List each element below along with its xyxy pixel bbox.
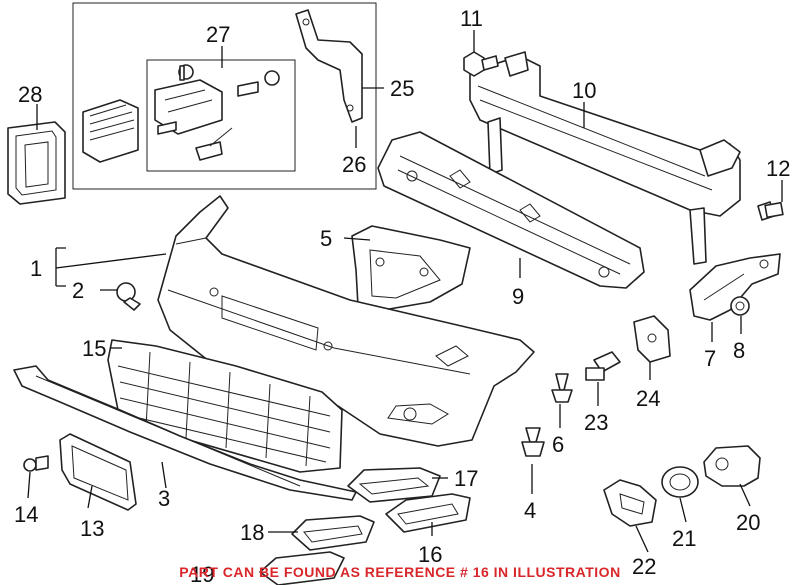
part-27-sensor-module [82, 64, 280, 163]
callout-18: 18 [240, 520, 264, 545]
callout-7: 7 [704, 346, 716, 371]
part-8-clip [730, 296, 750, 316]
callout-labels: 28 1 2 15 3 13 14 5 9 10 11 12 7 8 6 4 2… [14, 6, 790, 585]
part-25-bracket [295, 9, 363, 123]
callout-13: 13 [80, 516, 104, 541]
part-20-parking-sensor [703, 445, 761, 487]
part-2-cap [116, 282, 141, 311]
part-7-bracket [689, 253, 781, 321]
part-19-trim [259, 551, 345, 585]
callout-6: 6 [552, 432, 564, 457]
part-24-bracket [633, 315, 671, 363]
callout-15: 15 [82, 336, 106, 361]
callout-12: 12 [766, 156, 790, 181]
callout-19: 19 [190, 562, 214, 585]
callout-27: 27 [206, 22, 230, 47]
inset-box [72, 2, 377, 190]
callout-10: 10 [572, 78, 596, 103]
part-5-bracket [351, 225, 471, 313]
callout-23: 23 [584, 410, 608, 435]
part-11-bolt [463, 51, 499, 77]
part-12-bolt [757, 201, 784, 221]
part-22-sensor-holder [603, 479, 657, 527]
callout-9: 9 [512, 284, 524, 309]
callout-11: 11 [460, 6, 483, 31]
part-21-sensor-ring [661, 466, 699, 498]
part-6-screw [551, 373, 573, 403]
callout-14: 14 [14, 502, 38, 527]
callout-5: 5 [320, 226, 332, 251]
part-10-reinforcement-bar [469, 51, 741, 265]
part-17-trim [347, 467, 441, 503]
part-14-clip [23, 455, 49, 472]
part-13-plate-bracket [59, 433, 137, 511]
callout-28: 28 [18, 82, 42, 107]
callout-17: 17 [454, 466, 478, 491]
callout-24: 24 [636, 386, 660, 411]
part-28-frame [7, 121, 66, 205]
leader-lines [27, 30, 783, 553]
part-4-screw [521, 427, 545, 457]
callout-1: 1 [30, 256, 42, 281]
part-16-trim [385, 493, 471, 533]
callout-3: 3 [158, 486, 170, 511]
part-18-trim [291, 515, 375, 551]
part-9-absorber [377, 131, 645, 289]
callout-26: 26 [342, 152, 366, 177]
callout-2: 2 [72, 278, 84, 303]
callout-22: 22 [632, 554, 656, 579]
callout-4: 4 [524, 498, 536, 523]
callout-20: 20 [736, 510, 760, 535]
part-15-grille [107, 339, 343, 473]
callout-16: 16 [418, 542, 442, 567]
callout-21: 21 [672, 526, 696, 551]
callout-25: 25 [390, 76, 414, 101]
callout-8: 8 [733, 338, 745, 363]
reference-caption: PART CAN BE FOUND AS REFERENCE # 16 IN I… [179, 564, 620, 580]
part-23-sensor [585, 351, 621, 381]
